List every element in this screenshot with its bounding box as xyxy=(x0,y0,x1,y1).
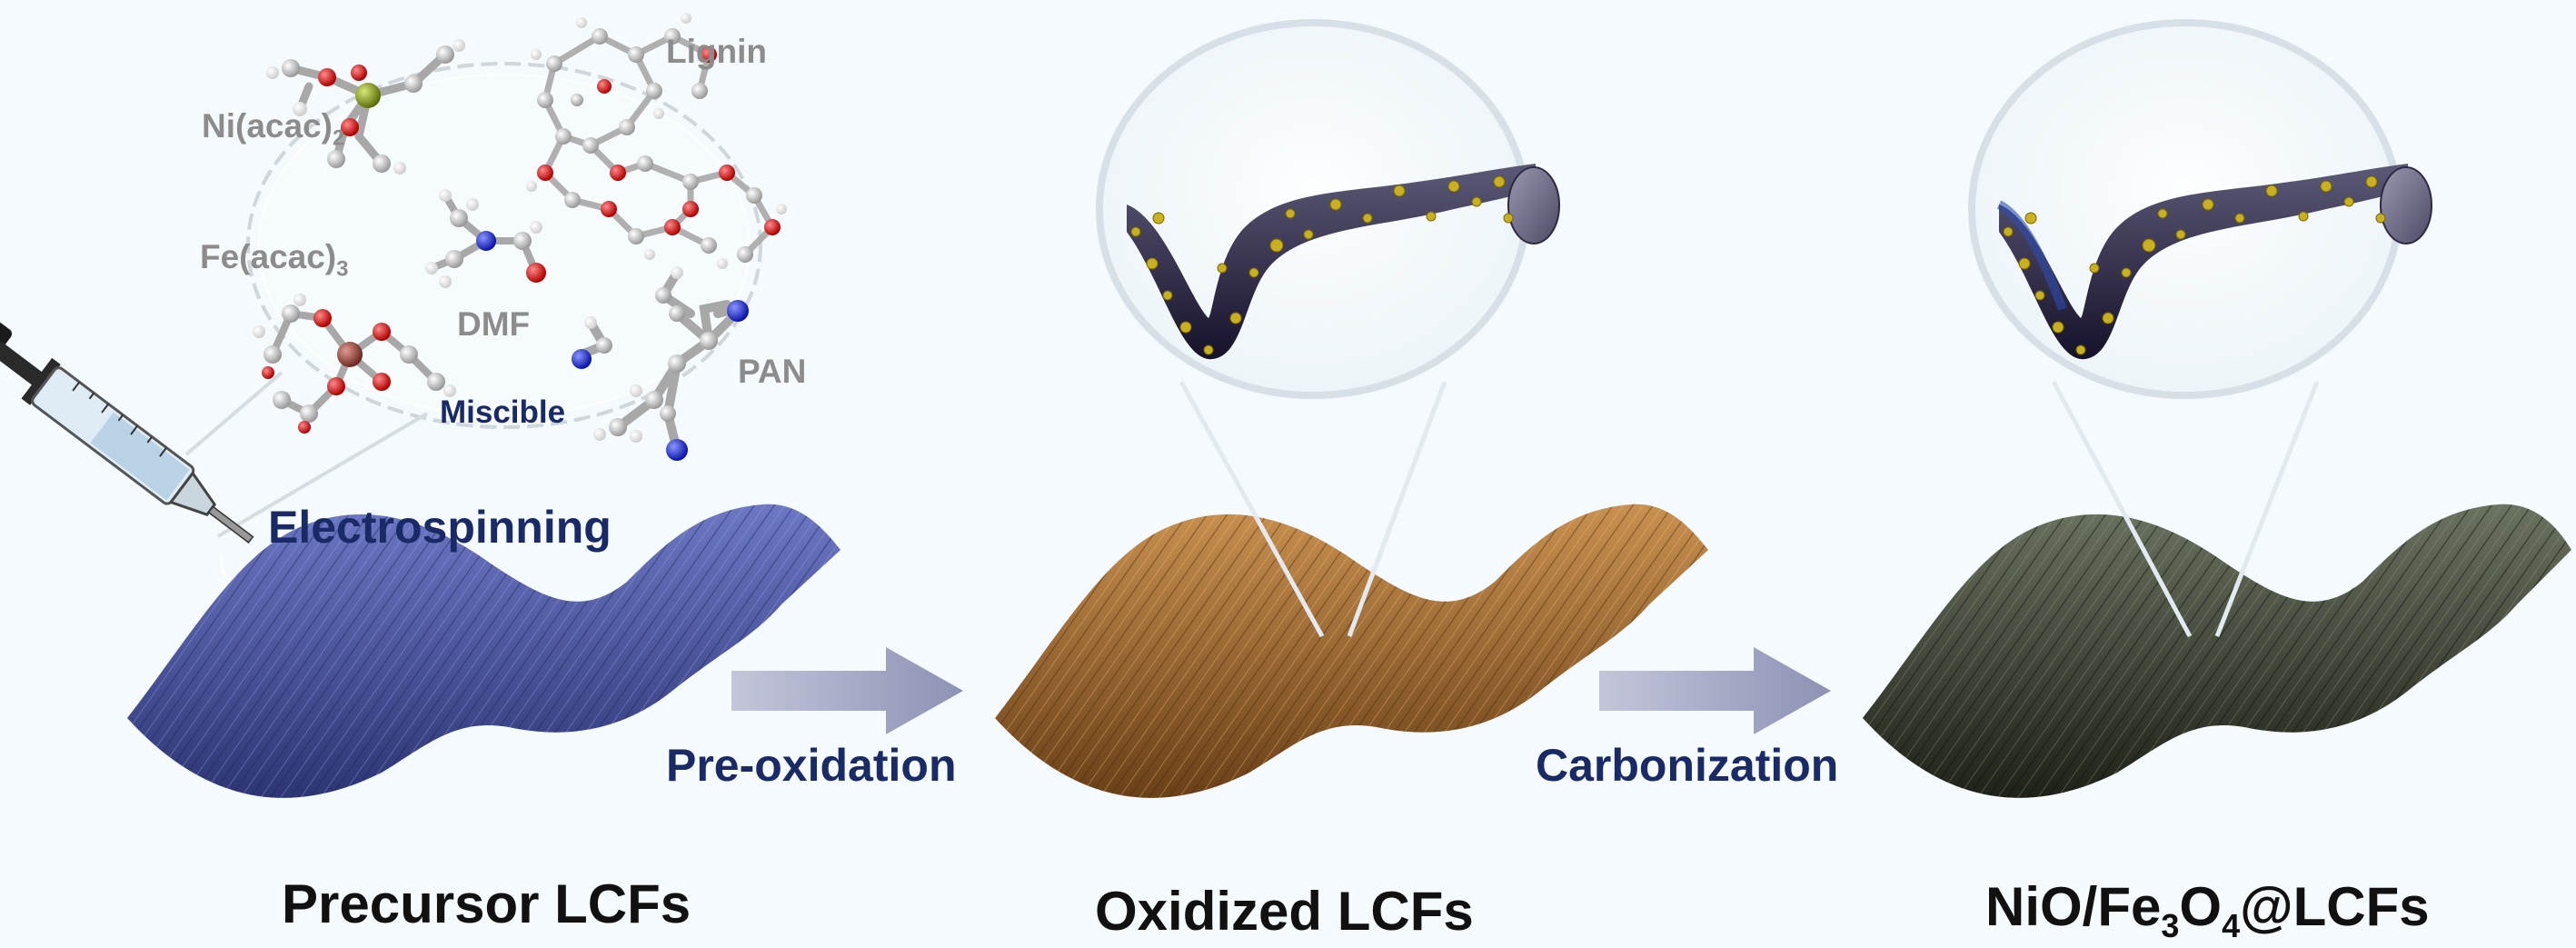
miscible-label: Miscible xyxy=(440,394,566,430)
dmf-molecule xyxy=(425,189,546,288)
dmf-label: DMF xyxy=(457,305,531,343)
oxidized-stage-label: Oxidized LCFs xyxy=(1095,881,1474,942)
precursor-mat xyxy=(127,504,840,798)
iron-acac-label: Fe(acac)3 xyxy=(200,238,349,282)
precursor-stage-label: Precursor LCFs xyxy=(282,873,691,934)
carbonization-arrow xyxy=(1599,647,1831,734)
pan-label: PAN xyxy=(738,353,807,390)
oxidized-mat xyxy=(995,504,1708,798)
syringe xyxy=(0,318,254,544)
iron-acac-molecule xyxy=(253,294,456,434)
lignin-label: Lignin xyxy=(666,33,767,70)
lignin-molecule xyxy=(526,13,787,269)
pan-molecule xyxy=(572,266,749,461)
electrospinning-label: Electrospinning xyxy=(268,502,612,553)
pre-oxidation-label: Pre-oxidation xyxy=(666,740,957,791)
oxidized-zoom-lens xyxy=(1096,19,1560,638)
final-stage-label: NiO/Fe3O4@LCFs xyxy=(1985,876,2430,944)
pre-oxidation-arrow xyxy=(731,647,963,734)
nickel-acac-label: Ni(acac)2 xyxy=(202,107,345,151)
final-zoom-lens xyxy=(1968,19,2432,638)
nickel-acac-molecule xyxy=(266,39,465,175)
carbonization-label: Carbonization xyxy=(1536,740,1839,791)
carbonized-mat xyxy=(1863,504,2571,798)
